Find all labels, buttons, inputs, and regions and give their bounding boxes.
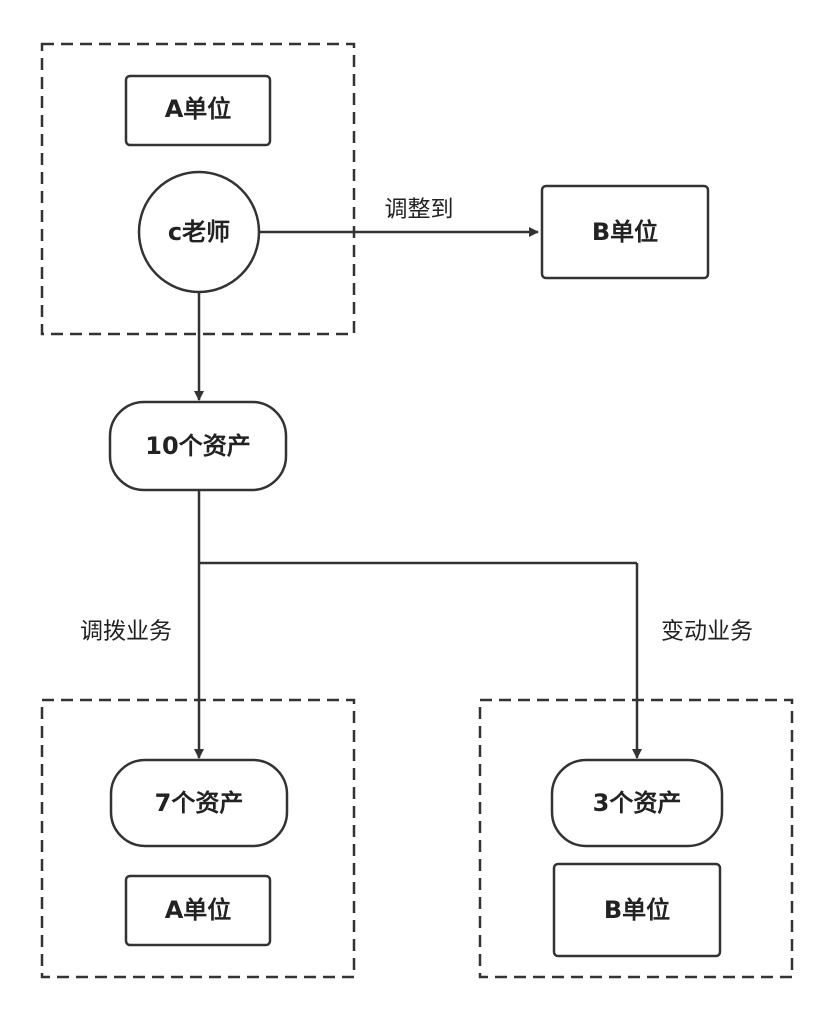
label-teacher-c: c老师 — [168, 218, 230, 246]
label-unit-a-top: A单位 — [165, 95, 232, 123]
group-unit-a-top — [40, 42, 356, 336]
label-assets-7: 7个资产 — [155, 789, 244, 817]
label-unit-b-bottom: B单位 — [604, 896, 670, 924]
node-unit-a-bottom — [124, 874, 272, 947]
label-transfer-business: 调拨业务 — [80, 619, 172, 645]
node-unit-a-top — [124, 74, 272, 147]
label-unit-b-top: B单位 — [592, 218, 658, 246]
label-assets-10: 10个资产 — [145, 432, 250, 460]
node-unit-b-top — [540, 184, 710, 280]
label-change-business: 变动业务 — [661, 619, 753, 645]
label-assets-3: 3个资产 — [593, 789, 682, 817]
label-unit-a-bottom: A单位 — [165, 896, 232, 924]
node-assets-7 — [109, 758, 289, 848]
node-assets-3 — [550, 758, 724, 848]
label-adjust-to: 调整到 — [385, 197, 454, 223]
node-teacher-c — [137, 170, 261, 294]
node-unit-b-bottom — [552, 862, 722, 958]
node-assets-10 — [108, 400, 288, 492]
